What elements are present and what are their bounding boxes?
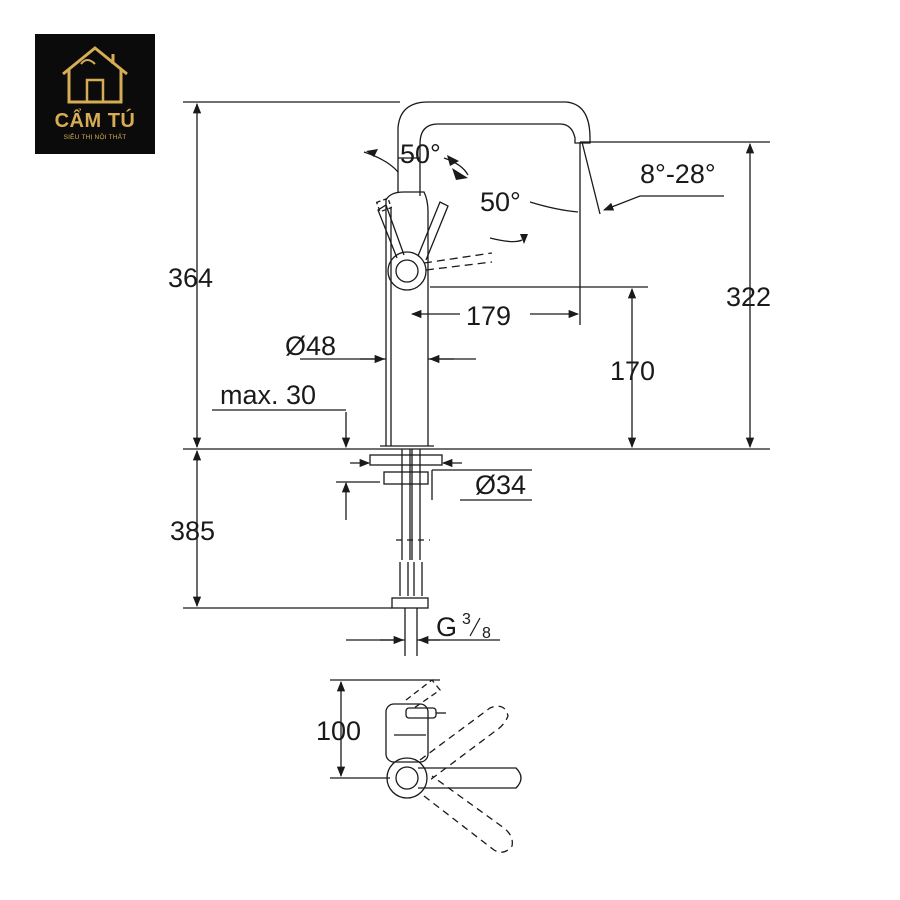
label-spout-angle: 8°-28° bbox=[640, 159, 716, 189]
house-icon bbox=[62, 46, 128, 104]
label-thread-numerator: 3 bbox=[462, 611, 471, 628]
arrowhead bbox=[366, 149, 378, 157]
dim-line-spout-angle bbox=[603, 195, 641, 211]
label-max-thickness: max. 30 bbox=[220, 380, 316, 410]
arrowhead bbox=[447, 155, 459, 166]
top-view bbox=[330, 679, 522, 853]
label-spout-height: 322 bbox=[726, 282, 771, 312]
thread-fraction-bar bbox=[469, 617, 481, 637]
label-hole-diameter: Ø34 bbox=[475, 470, 526, 500]
label-spout-reach: 179 bbox=[466, 301, 511, 331]
label-lever-angle-side: 50° bbox=[480, 187, 521, 217]
mounting-assembly bbox=[369, 449, 443, 656]
label-total-height: 364 bbox=[168, 263, 213, 293]
logo-name: CẨM TÚ bbox=[54, 110, 136, 132]
label-thread-letter: G bbox=[436, 612, 457, 642]
arrowhead bbox=[520, 234, 528, 244]
logo-tagline: SIÊU THỊ NỘI THẤT bbox=[63, 134, 127, 141]
brand-logo: CẨM TÚ SIÊU THỊ NỘI THẤT bbox=[35, 34, 155, 154]
label-lever-angle-top: 50° bbox=[400, 139, 441, 169]
arrowhead bbox=[452, 168, 468, 180]
label-thread-denominator: 8 bbox=[482, 625, 491, 642]
lever-positions bbox=[375, 197, 493, 271]
label-hose-length: 385 bbox=[170, 516, 215, 546]
label-lever-height: 170 bbox=[610, 356, 655, 386]
label-handle-depth: 100 bbox=[316, 716, 361, 746]
label-body-diameter: Ø48 bbox=[285, 331, 336, 361]
